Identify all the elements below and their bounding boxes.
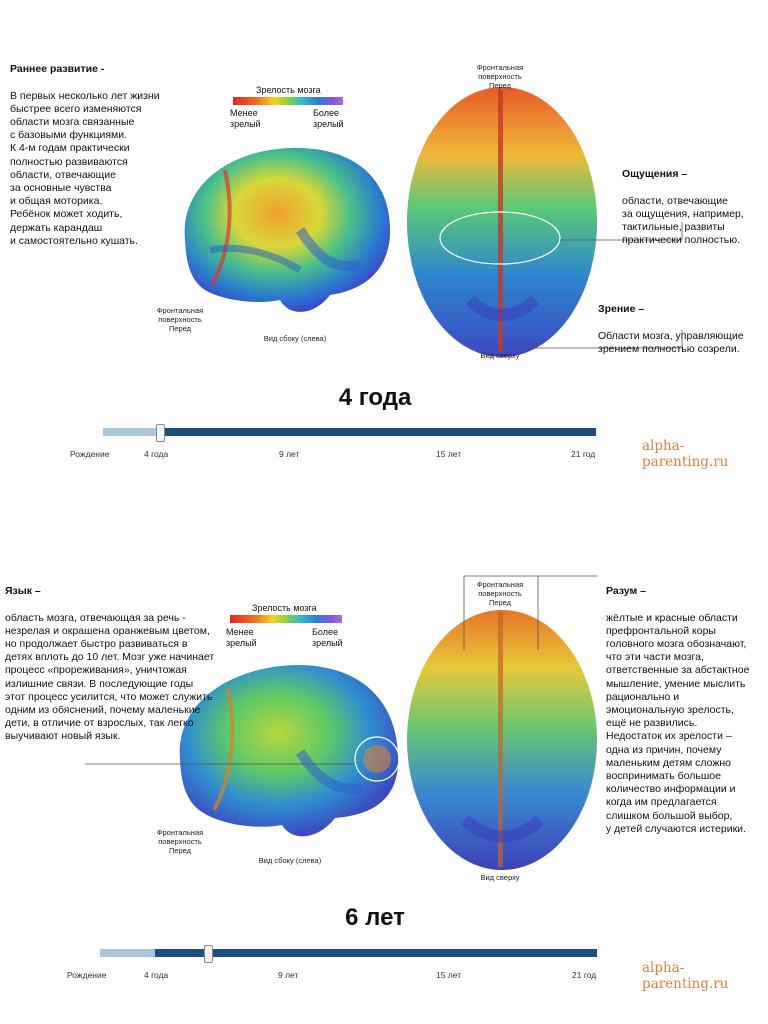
timeline-remaining: [163, 428, 596, 436]
vision-text: Зрение – Области мозга, управляющие зрен…: [598, 290, 763, 356]
timeline-remaining: [155, 949, 597, 957]
early-development-body: В первых несколько лет жизни быстрее все…: [10, 89, 160, 247]
mind-title: Разум –: [606, 585, 647, 598]
side-view-brain: [179, 665, 400, 837]
legend-more-mature: Более зрелый: [313, 108, 344, 129]
brand-watermark: alpha-parenting.ru: [642, 960, 729, 992]
panel-4-years: Раннее развитие - В первых несколько лет…: [0, 0, 768, 500]
timeline-tick-15: 15 лет: [436, 449, 462, 459]
timeline-tick-15: 15 лет: [436, 970, 462, 980]
age-label: 4 года: [338, 384, 412, 411]
timeline-age-marker: [204, 945, 213, 963]
mind-leader-line: [463, 575, 597, 650]
age-label: 6 лет: [345, 904, 405, 931]
sensation-title: Ощущения –: [622, 168, 688, 181]
top-view-label: Вид сверху: [480, 873, 520, 882]
early-development-title: Раннее развитие -: [10, 63, 105, 76]
language-text: Язык – область мозга, отвечающая за речь…: [5, 572, 230, 744]
timeline-tick-4: 4 года: [144, 970, 169, 980]
mind-body: жёлтые и красные области префронтальной …: [606, 611, 750, 835]
timeline-tick-21: 21 год: [571, 449, 596, 459]
timeline-tick-9: 9 лет: [279, 449, 300, 459]
frontal-surface-side-label: Фронтальная поверхность Перед: [156, 828, 204, 855]
top-view-label: Вид сверху: [480, 351, 520, 360]
mind-text: Разум – жёлтые и красные области префрон…: [606, 572, 766, 836]
language-body: область мозга, отвечающая за речь - незр…: [5, 611, 215, 743]
top-view-brain: [407, 87, 597, 357]
vision-body: Области мозга, управляющие зрением полно…: [598, 329, 744, 355]
maturity-legend-bar: [230, 615, 342, 623]
brand-watermark: alpha-parenting.ru: [642, 438, 729, 470]
side-view-label: Вид сбоку (слева): [263, 334, 327, 343]
sense-leader-line: [560, 222, 683, 241]
timeline-tick-9: 9 лет: [278, 970, 299, 980]
legend-less-mature: Менее зрелый: [230, 108, 261, 129]
vision-title: Зрение –: [598, 303, 645, 316]
age-timeline: [103, 424, 596, 442]
language-title: Язык –: [5, 585, 41, 598]
vision-leader-line: [516, 330, 683, 349]
timeline-tick-birth: Рождение: [67, 970, 107, 980]
legend-less-mature: Менее зрелый: [226, 627, 257, 648]
maturity-legend-bar: [233, 97, 343, 105]
timeline-elapsed: [103, 428, 163, 436]
legend-title: Зрелость мозга: [256, 85, 321, 95]
frontal-surface-top-label: Фронтальная поверхность Перед: [476, 63, 524, 90]
timeline-elapsed: [100, 949, 155, 957]
early-development-text: Раннее развитие - В первых несколько лет…: [10, 50, 185, 248]
panel-6-years: Язык – область мозга, отвечающая за речь…: [0, 520, 768, 1024]
top-view-brain: [407, 610, 597, 870]
timeline-tick-4: 4 года: [144, 449, 169, 459]
side-view-label: Вид сбоку (слева): [258, 856, 322, 865]
legend-more-mature: Более зрелый: [312, 627, 343, 648]
frontal-surface-side-label: Фронтальная поверхность Перед: [156, 306, 204, 333]
timeline-tick-21: 21 год: [572, 970, 597, 980]
legend-title: Зрелость мозга: [252, 603, 317, 613]
brain-illustrations-6-years: [85, 575, 597, 870]
sensation-body: области, отвечающие за ощущения, наприме…: [622, 194, 744, 247]
timeline-tick-birth: Рождение: [70, 449, 110, 459]
age-timeline: [100, 945, 597, 963]
timeline-age-marker: [156, 424, 165, 442]
brain-illustrations-4-years: [184, 87, 683, 357]
side-view-brain: [184, 147, 391, 312]
sensation-text: Ощущения – области, отвечающие за ощущен…: [622, 155, 762, 247]
frontal-surface-top-label: Фронтальная поверхность Перед: [476, 580, 524, 607]
